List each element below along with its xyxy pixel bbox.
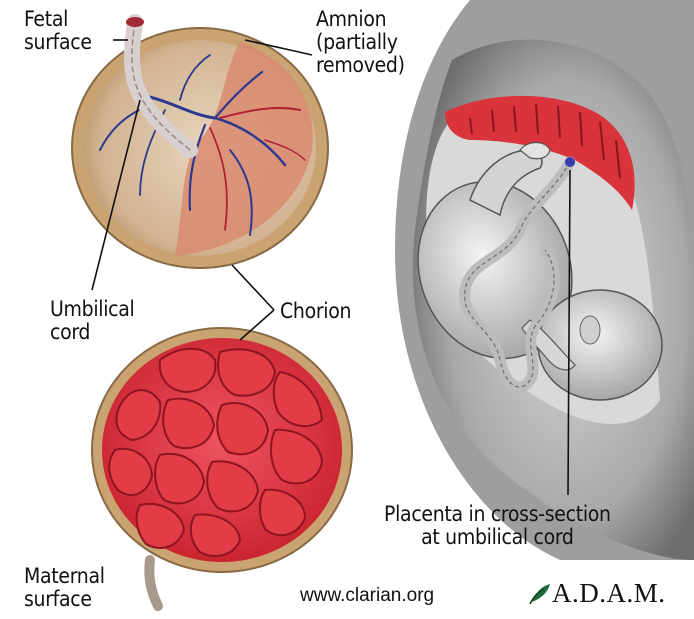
label-maternal-surface-line-1: Maternal xyxy=(24,565,105,588)
label-chorion: Chorion xyxy=(280,300,351,323)
label-placenta-cross-section: Placenta in cross-section at umbilical c… xyxy=(384,503,611,549)
fetus-ear xyxy=(580,316,600,344)
maternal-surface-disc xyxy=(92,328,352,606)
label-umbilical-cord-line-1: Umbilical xyxy=(50,298,135,321)
label-umbilical-cord-line-2: cord xyxy=(50,321,135,344)
cord-cut-end xyxy=(126,17,144,27)
label-amnion-line-1: Amnion xyxy=(316,8,405,31)
fetal-surface-disc xyxy=(72,17,328,268)
label-fetal-surface-line-1: Fetal xyxy=(24,8,92,31)
uterus-cross-section xyxy=(394,0,694,560)
label-fetal-surface: Fetal surface xyxy=(24,8,92,54)
label-amnion: Amnion (partially removed) xyxy=(316,8,405,77)
label-amnion-line-2: (partially xyxy=(316,31,405,54)
cord-insertion-point xyxy=(565,157,575,167)
website-credit: www.clarian.org xyxy=(300,585,434,607)
label-fetal-surface-line-2: surface xyxy=(24,31,92,54)
umbilical-cord-bottom xyxy=(149,560,158,606)
adam-logo: A.D.A.M. xyxy=(552,578,666,609)
label-umbilical-cord: Umbilical cord xyxy=(50,298,135,344)
label-placenta-line-1: Placenta in cross-section xyxy=(384,503,611,526)
leader-chorion-top xyxy=(232,265,274,310)
label-placenta-line-2: at umbilical cord xyxy=(384,526,611,549)
label-amnion-line-3: removed) xyxy=(316,54,405,77)
label-maternal-surface: Maternal surface xyxy=(24,565,105,611)
adam-leaf-icon xyxy=(528,580,552,606)
label-maternal-surface-line-2: surface xyxy=(24,588,105,611)
